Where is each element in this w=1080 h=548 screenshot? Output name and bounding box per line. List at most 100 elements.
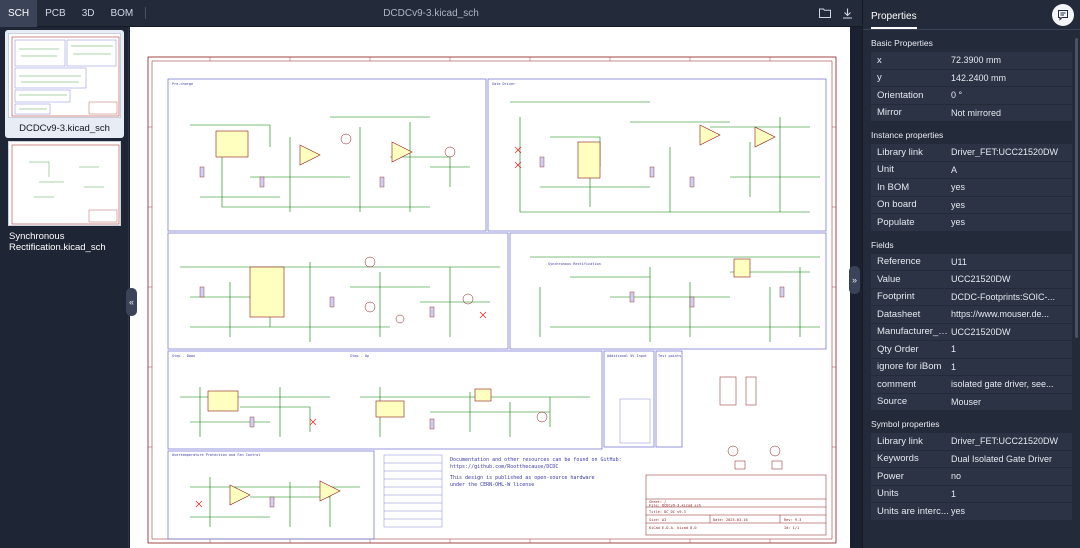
sheet-preview — [8, 33, 121, 118]
doc-note-line-3: This design is published as open-source … — [450, 475, 595, 481]
prop-row-keywords[interactable]: Keywords Dual Isolated Gate Driver — [871, 450, 1072, 468]
download-icon[interactable] — [840, 6, 854, 20]
prop-row-in-bom[interactable]: In BOM yes — [871, 179, 1072, 197]
prop-row-library-link[interactable]: Library link Driver_FET:UCC21520DW — [871, 144, 1072, 162]
prop-row-unit[interactable]: Unit A — [871, 161, 1072, 179]
sheet-preview — [8, 141, 121, 226]
title-block-kicad: KiCad E.D.A. kicad 8.0 — [649, 526, 697, 530]
prop-key: Keywords — [877, 453, 919, 465]
block-title-sync-rect: Synchronous Rectification — [548, 262, 601, 266]
prop-value: yes — [951, 217, 966, 228]
prop-row-units[interactable]: Units 1 — [871, 485, 1072, 503]
collapse-sidebar-button[interactable]: « — [126, 288, 137, 316]
toolbar-divider — [145, 7, 147, 19]
prop-key: In BOM — [877, 181, 910, 193]
sheet-label: Synchronous Rectification.kicad_sch — [9, 231, 106, 253]
title-block-size: Size: A3 — [649, 518, 666, 522]
prop-value: 1 — [951, 361, 957, 372]
title-block-id: Id: 1/1 — [784, 526, 799, 530]
prop-key: Units — [877, 488, 899, 500]
prop-key: Orientation — [877, 89, 924, 101]
prop-value: UCC21520DW — [951, 326, 1011, 337]
sheet-sidebar: DCDCv9-3.kicad_sch Synchronous Rectifica… — [0, 27, 129, 548]
prop-row-manufacturer[interactable]: Manufacturer_P...UCC21520DW — [871, 323, 1072, 341]
prop-key: Qty Order — [877, 343, 919, 355]
tab-bom[interactable]: BOM — [110, 7, 134, 19]
prop-value: https://www.mouser.de... — [951, 309, 1050, 320]
prop-value: U11 — [951, 256, 967, 267]
prop-key: y — [877, 72, 882, 84]
prop-row-y[interactable]: y 142.2400 mm — [871, 69, 1072, 87]
prop-value: 1 — [951, 344, 957, 355]
block-title-step-down: Step - Down — [172, 354, 195, 358]
chat-icon[interactable] — [1052, 4, 1074, 26]
schematic-drawing: Pre-charge Gate Driver Synchronous Recti… — [147, 56, 837, 544]
prop-value: yes — [951, 199, 966, 210]
prop-value: no — [951, 471, 962, 482]
title-block-rev: Rev: 9-3 — [784, 518, 801, 522]
prop-value: Driver_FET:UCC21520DW — [951, 436, 1059, 447]
folder-open-icon[interactable] — [818, 6, 832, 20]
prop-key: ignore for iBom — [877, 361, 942, 373]
section-title-symbol: Symbol properties — [871, 419, 940, 429]
block-title-precharge: Pre-charge — [172, 82, 193, 86]
prop-key: Value — [877, 273, 901, 285]
prop-row-value[interactable]: Value UCC21520DW — [871, 271, 1072, 289]
doc-note-line-1: Documentation and other resources can be… — [450, 457, 622, 463]
prop-value: Driver_FET:UCC21520DW — [951, 147, 1059, 158]
expand-properties-button[interactable]: » — [849, 266, 860, 294]
prop-key: Source — [877, 396, 908, 408]
doc-note-line-4: under the CERN-OHL-W license — [450, 482, 534, 488]
prop-row-qty-order[interactable]: Qty Order 1 — [871, 341, 1072, 359]
prop-key: Library link — [877, 146, 923, 158]
schematic-canvas[interactable]: Pre-charge Gate Driver Synchronous Recti… — [130, 27, 850, 548]
prop-row-symbol-library-link[interactable]: Library link Driver_FET:UCC21520DW — [871, 433, 1072, 451]
block-title-5v-input: Additional 5V Input — [607, 354, 647, 358]
prop-row-ignore-ibom[interactable]: ignore for iBom 1 — [871, 358, 1072, 376]
title-block-file: File: DCDCv9-3.kicad_sch — [649, 504, 701, 508]
prop-key: Populate — [877, 216, 915, 228]
block-title-test-points: Test points — [658, 354, 681, 358]
prop-row-units-interchangeable[interactable]: Units are interc...yes — [871, 503, 1072, 521]
section-title-instance: Instance properties — [871, 130, 944, 140]
section-title-fields: Fields — [871, 239, 894, 250]
block-title-overtemp: Overtemperature Protection and Fan Contr… — [172, 453, 261, 457]
top-toolbar: SCH PCB 3D BOM DCDCv9-3.kicad_sch — [0, 0, 862, 27]
doc-note-line-2: https://github.com/Rootthecause/DCDC — [450, 464, 558, 470]
prop-value: A — [951, 164, 958, 175]
prop-value: DCDC-Footprints:SOIC-... — [951, 291, 1056, 302]
properties-scrollbar[interactable] — [1075, 38, 1078, 338]
title-block-title: Title: DC_DC v9-3 — [649, 510, 686, 514]
prop-value: 1 — [951, 488, 957, 499]
block-title-step-up: Step - Up — [350, 354, 369, 358]
properties-tab[interactable]: Properties — [871, 11, 917, 29]
prop-key: Library link — [877, 435, 923, 447]
prop-value: UCC21520DW — [951, 274, 1011, 285]
prop-key: Manufacturer_P... — [877, 326, 951, 338]
prop-row-populate[interactable]: Populate yes — [871, 214, 1072, 232]
prop-value: yes — [951, 182, 966, 193]
prop-value: 142.2400 mm — [951, 72, 1007, 83]
section-title-basic: Basic Properties — [871, 38, 933, 48]
tab-3d[interactable]: 3D — [81, 7, 95, 19]
sheet-thumbnail-main[interactable]: DCDCv9-3.kicad_sch — [5, 30, 124, 138]
sheet-thumbnail-sync-rect[interactable]: Synchronous Rectification.kicad_sch — [5, 138, 124, 257]
tab-sch[interactable]: SCH — [0, 0, 38, 27]
prop-key: Unit — [877, 164, 894, 176]
prop-value: Dual Isolated Gate Driver — [951, 453, 1053, 464]
prop-value: isolated gate driver, see... — [951, 379, 1054, 390]
tab-pcb[interactable]: PCB — [45, 7, 66, 19]
